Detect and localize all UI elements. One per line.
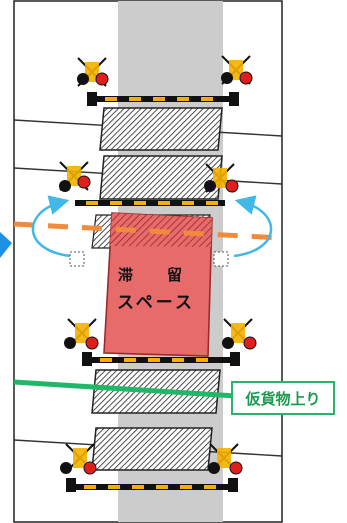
right-curve-arrow <box>233 195 273 258</box>
crossing-block <box>91 427 213 471</box>
crossing-block <box>99 107 223 151</box>
crossing-signal-icon <box>60 443 97 475</box>
crossing-signal-icon <box>204 163 239 193</box>
stop-zone-label-line2: スペース <box>117 293 195 313</box>
crossing-signal-icon <box>221 55 253 85</box>
stop-zone <box>103 212 213 357</box>
green-track-line <box>13 379 237 399</box>
barrier-lower-stop <box>82 352 240 366</box>
crossing-signal-icon <box>59 161 91 192</box>
crossing-block <box>99 155 223 200</box>
crossing-signal-icon <box>77 57 109 87</box>
pointer-arrow-icon <box>0 232 12 258</box>
dashed-box <box>69 251 85 267</box>
crossing-signal-icon <box>64 318 99 350</box>
barrier-top <box>87 92 239 106</box>
dashed-box <box>213 251 229 267</box>
crossing-signal-icon <box>208 443 243 475</box>
orange-dashed-line <box>13 221 283 241</box>
track-label: 仮貨物上り <box>231 381 335 415</box>
barrier-bottom <box>66 478 238 492</box>
crossing-signal-icon <box>222 318 257 350</box>
stop-zone-label-line1: 滞留 <box>118 266 217 284</box>
left-curve-arrow <box>31 195 71 258</box>
barrier-upper-stop <box>75 200 225 206</box>
